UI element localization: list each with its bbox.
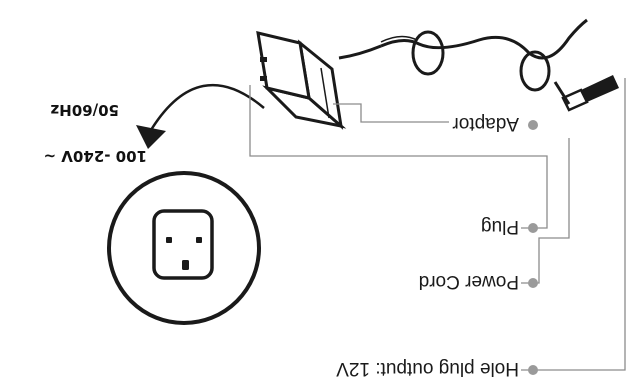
adaptor-body: [256, 31, 347, 130]
label-adaptor: Adaptor: [452, 113, 519, 134]
plug-in-arrow: [136, 83, 265, 149]
voltage-spec: 100 -240V ~: [44, 147, 147, 165]
dc-plug-cable: [553, 81, 571, 105]
dot-plug: [528, 223, 538, 233]
power-cord: [338, 18, 588, 92]
dc-plug-body: [581, 75, 619, 102]
wall-outlet: [107, 171, 261, 325]
label-plug: Plug: [481, 216, 519, 237]
dot-adaptor: [528, 120, 538, 130]
cord-middle: [380, 35, 531, 55]
leader-hole-plug: [521, 78, 626, 371]
adaptor-edge: [320, 67, 330, 119]
outlet-faceplate: [152, 209, 214, 280]
cord-to-adaptor: [338, 44, 382, 60]
cord-shadow: [380, 35, 418, 43]
adaptor-prong-1: [260, 76, 267, 81]
cord-to-plug: [528, 18, 588, 60]
dc-plug: [553, 75, 619, 112]
label-hole-plug-output: Hole plug output: 12V: [336, 358, 519, 379]
arrow-curve: [149, 83, 265, 131]
cord-coil-2: [519, 50, 551, 92]
frequency-spec: 50/60Hz: [50, 101, 119, 119]
dc-plug-neck: [561, 88, 589, 112]
cord-coil-1: [411, 30, 445, 76]
leader-power-cord: [521, 138, 570, 284]
label-power-cord: Power Cord: [419, 271, 519, 292]
adaptor-prong-2: [260, 57, 267, 62]
leader-adaptor: [333, 103, 449, 123]
outlet-hole-left: [196, 237, 202, 243]
outlet-hole-top: [182, 260, 189, 270]
dot-power-cord: [528, 278, 538, 288]
outlet-hole-right: [166, 237, 172, 243]
label-dots: [528, 120, 538, 375]
arrow-head: [136, 125, 166, 149]
leader-lines: [249, 78, 626, 371]
dot-hole-plug: [528, 365, 538, 375]
adaptor-side-face: [256, 31, 311, 100]
leader-plug: [249, 85, 548, 229]
